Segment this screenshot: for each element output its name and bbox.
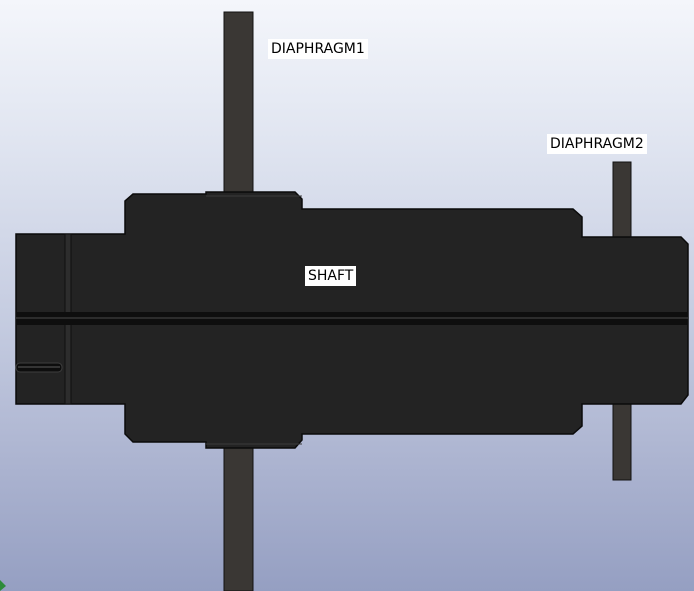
- diaphragm2-label: DIAPHRAGM2: [547, 134, 647, 154]
- shaft-label: SHAFT: [305, 266, 357, 286]
- diaphragm2-lower[interactable]: [612, 402, 632, 481]
- diaphragm2-upper[interactable]: [612, 161, 632, 241]
- diaphragm1-label: DIAPHRAGM1: [268, 39, 368, 59]
- diaphragm1-upper[interactable]: [223, 11, 254, 197]
- diaphragm1-lower[interactable]: [223, 445, 254, 591]
- triad-fragment-icon: [0, 580, 6, 591]
